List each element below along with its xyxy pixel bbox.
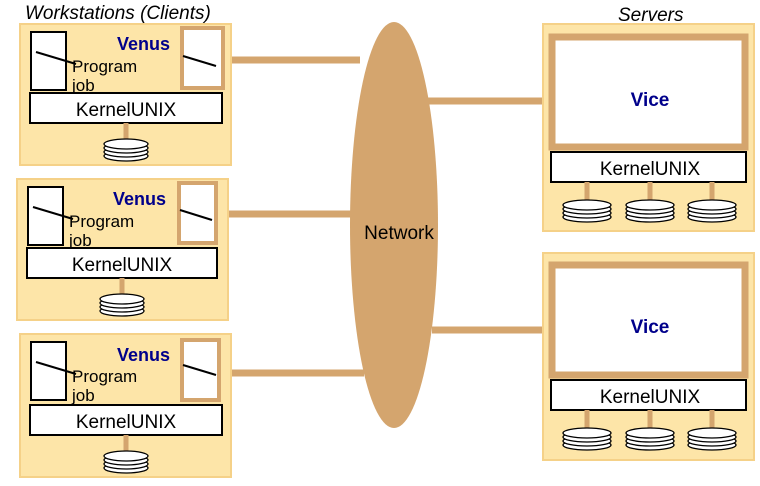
venus-label: Venus [117, 345, 170, 365]
disk-icon [562, 427, 612, 451]
servers-heading: Servers [618, 5, 684, 26]
network-cloud: Network [350, 22, 438, 428]
program-label-line1: Program [72, 367, 137, 386]
kernel-box [26, 247, 218, 279]
disk-icon [562, 199, 612, 223]
disk-icon [99, 293, 145, 317]
server-1: Vice KernelUNIX [542, 23, 755, 232]
kernel-label: KernelUNIX [600, 387, 701, 408]
venus-cache-box [180, 338, 221, 402]
vice-box [548, 261, 749, 379]
client-workstation-1: Program job Venus KernelUNIX [19, 23, 232, 166]
network-label: Network [364, 223, 434, 244]
server-2: Vice KernelUNIX [542, 252, 755, 461]
program-label-line2: job [68, 231, 92, 250]
vice-label: Vice [631, 90, 670, 111]
kernel-box [29, 404, 223, 436]
program-window [30, 31, 67, 91]
kernel-label: KernelUNIX [600, 159, 701, 180]
program-window [30, 341, 67, 401]
venus-pointer-line [182, 55, 217, 67]
disk-icon [103, 138, 149, 162]
network-ellipse [350, 22, 438, 428]
workstations-heading: Workstations (Clients) [25, 3, 211, 24]
program-pointer-line [35, 51, 77, 65]
kernel-box [29, 92, 223, 124]
disk-icon [687, 427, 737, 451]
program-label-line1: Program [69, 212, 134, 231]
kernel-label: KernelUNIX [76, 412, 177, 433]
program-window [27, 186, 64, 246]
program-pointer-line [32, 206, 74, 220]
venus-label: Venus [113, 189, 166, 209]
client-workstation-3: Program job Venus KernelUNIX [19, 333, 232, 478]
vice-box [548, 33, 749, 151]
program-pointer-line [35, 361, 77, 375]
kernel-box [550, 379, 747, 411]
kernel-label: KernelUNIX [76, 100, 177, 121]
kernel-label: KernelUNIX [72, 255, 173, 276]
network-links [216, 56, 550, 377]
venus-label: Venus [117, 34, 170, 54]
venus-cache-box [177, 181, 218, 245]
disk-icon [103, 450, 149, 474]
kernel-box [550, 151, 747, 183]
vice-label: Vice [631, 317, 670, 338]
disk-icon [625, 199, 675, 223]
program-label-line1: Program [72, 57, 137, 76]
disk-icon [687, 199, 737, 223]
disk-icon [625, 427, 675, 451]
program-label-line2: job [71, 76, 95, 95]
client-workstation-2: Program job Venus KernelUNIX [16, 178, 229, 321]
venus-pointer-line [182, 364, 217, 376]
venus-pointer-line [179, 209, 213, 221]
program-label-line2: job [71, 386, 95, 405]
